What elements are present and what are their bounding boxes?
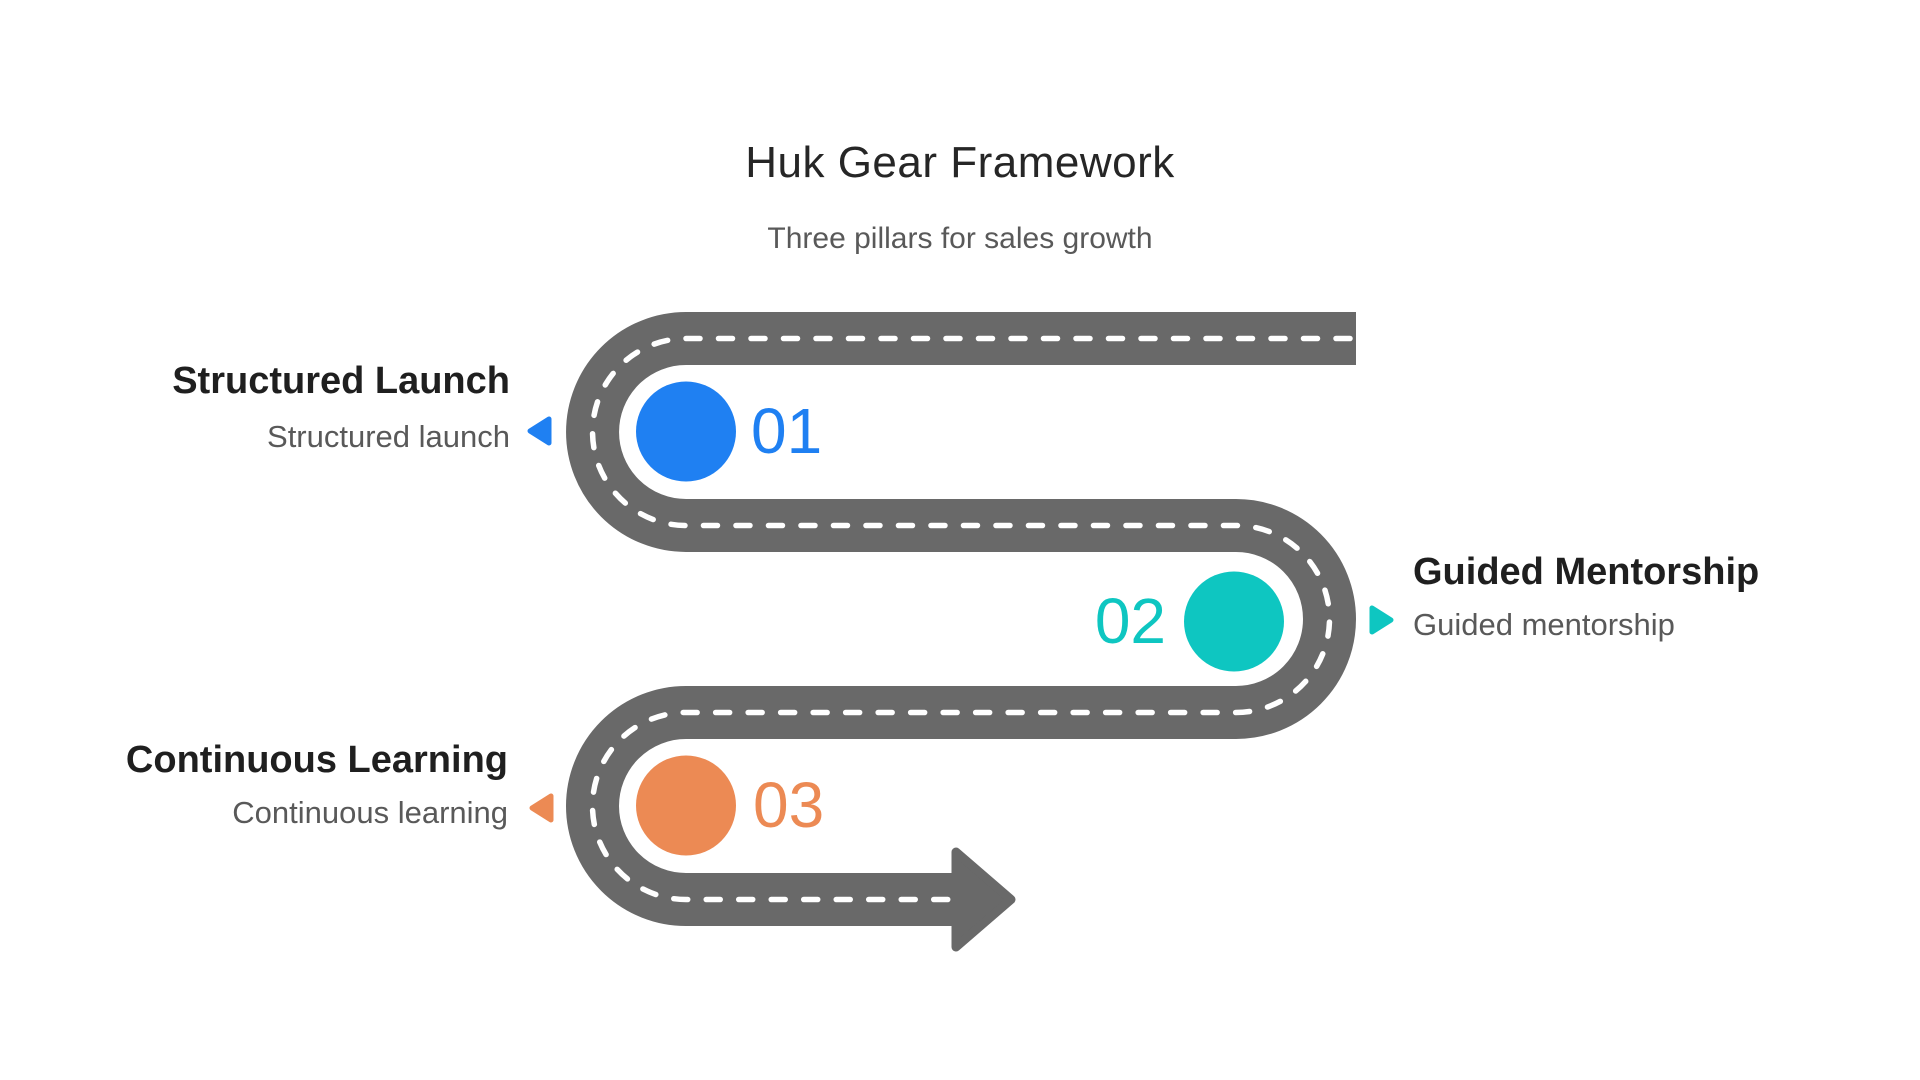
step2-subtext: Guided mentorship: [1413, 607, 1675, 642]
step2-circle: [1184, 571, 1284, 672]
step2-number: 02: [1094, 585, 1166, 657]
step3-number: 03: [753, 769, 825, 841]
road-lane-dashes: [589, 335, 1353, 903]
step2-heading: Guided Mentorship: [1413, 551, 1760, 593]
step1-circle: [636, 381, 736, 482]
step3-heading: Continuous Learning: [125, 739, 508, 781]
road-arrowhead-icon: [951, 847, 1016, 952]
step1-number: 01: [751, 395, 823, 467]
step3-circle: [636, 755, 736, 856]
page-title: Huk Gear Framework: [745, 138, 1175, 187]
step2-pointer-right-icon: [1369, 605, 1394, 635]
step3-pointer-left-icon: [529, 793, 554, 823]
step1-heading: Structured Launch: [172, 360, 510, 402]
step1-subtext: Structured launch: [267, 419, 510, 454]
step1-pointer-left-icon: [527, 416, 552, 446]
page-subtitle: Three pillars for sales growth: [767, 222, 1153, 255]
step3-subtext: Continuous learning: [232, 795, 508, 830]
